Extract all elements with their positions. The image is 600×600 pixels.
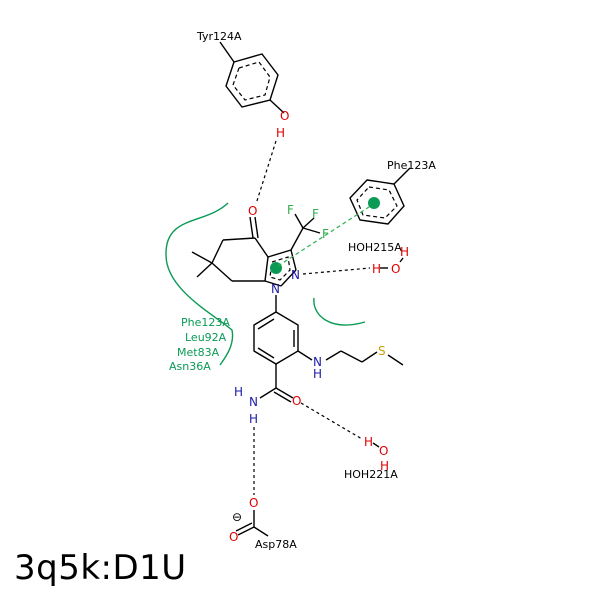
ligand-thioether-chain	[297, 350, 404, 366]
hoh221-residue-label: HOH221A	[344, 468, 398, 481]
pyrazole-centroid	[270, 262, 282, 274]
structure-id-title: 3q5k:D1U	[14, 548, 187, 588]
tyr-residue-label: Tyr124A	[196, 30, 242, 43]
fluorine-2-label: F	[312, 207, 319, 221]
ligand-phenyl	[253, 295, 299, 365]
hoh215-h1-label: H	[400, 245, 409, 259]
ketone-oxygen-label: O	[248, 204, 257, 218]
amide-hydrogen-2-label: H	[249, 412, 258, 426]
amine-hydrogen-label: H	[313, 367, 322, 381]
amide-hydrogen-1-label: H	[234, 385, 243, 399]
pyrazole-n1-label: N	[271, 282, 280, 296]
ligand-pyrazole	[264, 249, 297, 287]
pi-stack-phe-pyrazole	[277, 204, 373, 267]
amide-oxygen-label: O	[292, 394, 301, 408]
fluorine-1-label: F	[287, 203, 294, 217]
hydrophobic-arc-right	[313, 297, 366, 326]
amide-nitrogen-label: N	[249, 395, 258, 409]
phe-ring-centroid	[368, 197, 380, 209]
tyr-hydrogen-label: H	[276, 126, 285, 140]
hoh221-hydrogen-2-label: H	[380, 459, 389, 473]
ligand-cyclohexanone	[191, 216, 269, 282]
tyr-oxygen-label: O	[280, 109, 289, 123]
asp-oxygen-1-label: O	[249, 496, 258, 510]
fluorine-3-label: F	[322, 227, 329, 241]
ligand-amide	[259, 364, 294, 403]
tyr-ring	[219, 41, 285, 114]
hbond-pyrazole-hoh215	[302, 267, 371, 275]
hoh215-oxygen-label: O	[391, 262, 400, 276]
sulfur-label: S	[378, 344, 386, 358]
hoh221-oxygen-label: O	[379, 444, 388, 458]
asp-oxygen-2-label: O	[229, 530, 238, 544]
contact-label-met83a: Met83A	[177, 346, 220, 359]
contact-label-leu92a: Leu92A	[185, 331, 227, 344]
asp-residue-label: Asp78A	[255, 538, 297, 551]
phe-ring	[349, 167, 411, 225]
amine-nitrogen-label: N	[313, 355, 322, 369]
pyrazole-n2-label: N	[291, 268, 300, 282]
asp-carboxylate	[235, 510, 269, 537]
hbond-tyr-ketone	[255, 140, 277, 205]
contact-label-phe123a: Phe123A	[181, 316, 230, 329]
hoh221-hydrogen-1-label: H	[364, 435, 373, 449]
phe-residue-label: Phe123A	[387, 159, 436, 172]
hoh215-h2-label: H	[372, 262, 381, 276]
hoh215-residue-label: HOH215A	[348, 241, 402, 254]
ligand-cf3	[290, 213, 321, 251]
hydrophobic-arc-left	[165, 202, 234, 366]
contact-label-asn36a: Asn36A	[169, 360, 211, 373]
hbond-amide-hoh221	[300, 402, 363, 440]
asp-charge-label: ⊖	[232, 510, 242, 524]
